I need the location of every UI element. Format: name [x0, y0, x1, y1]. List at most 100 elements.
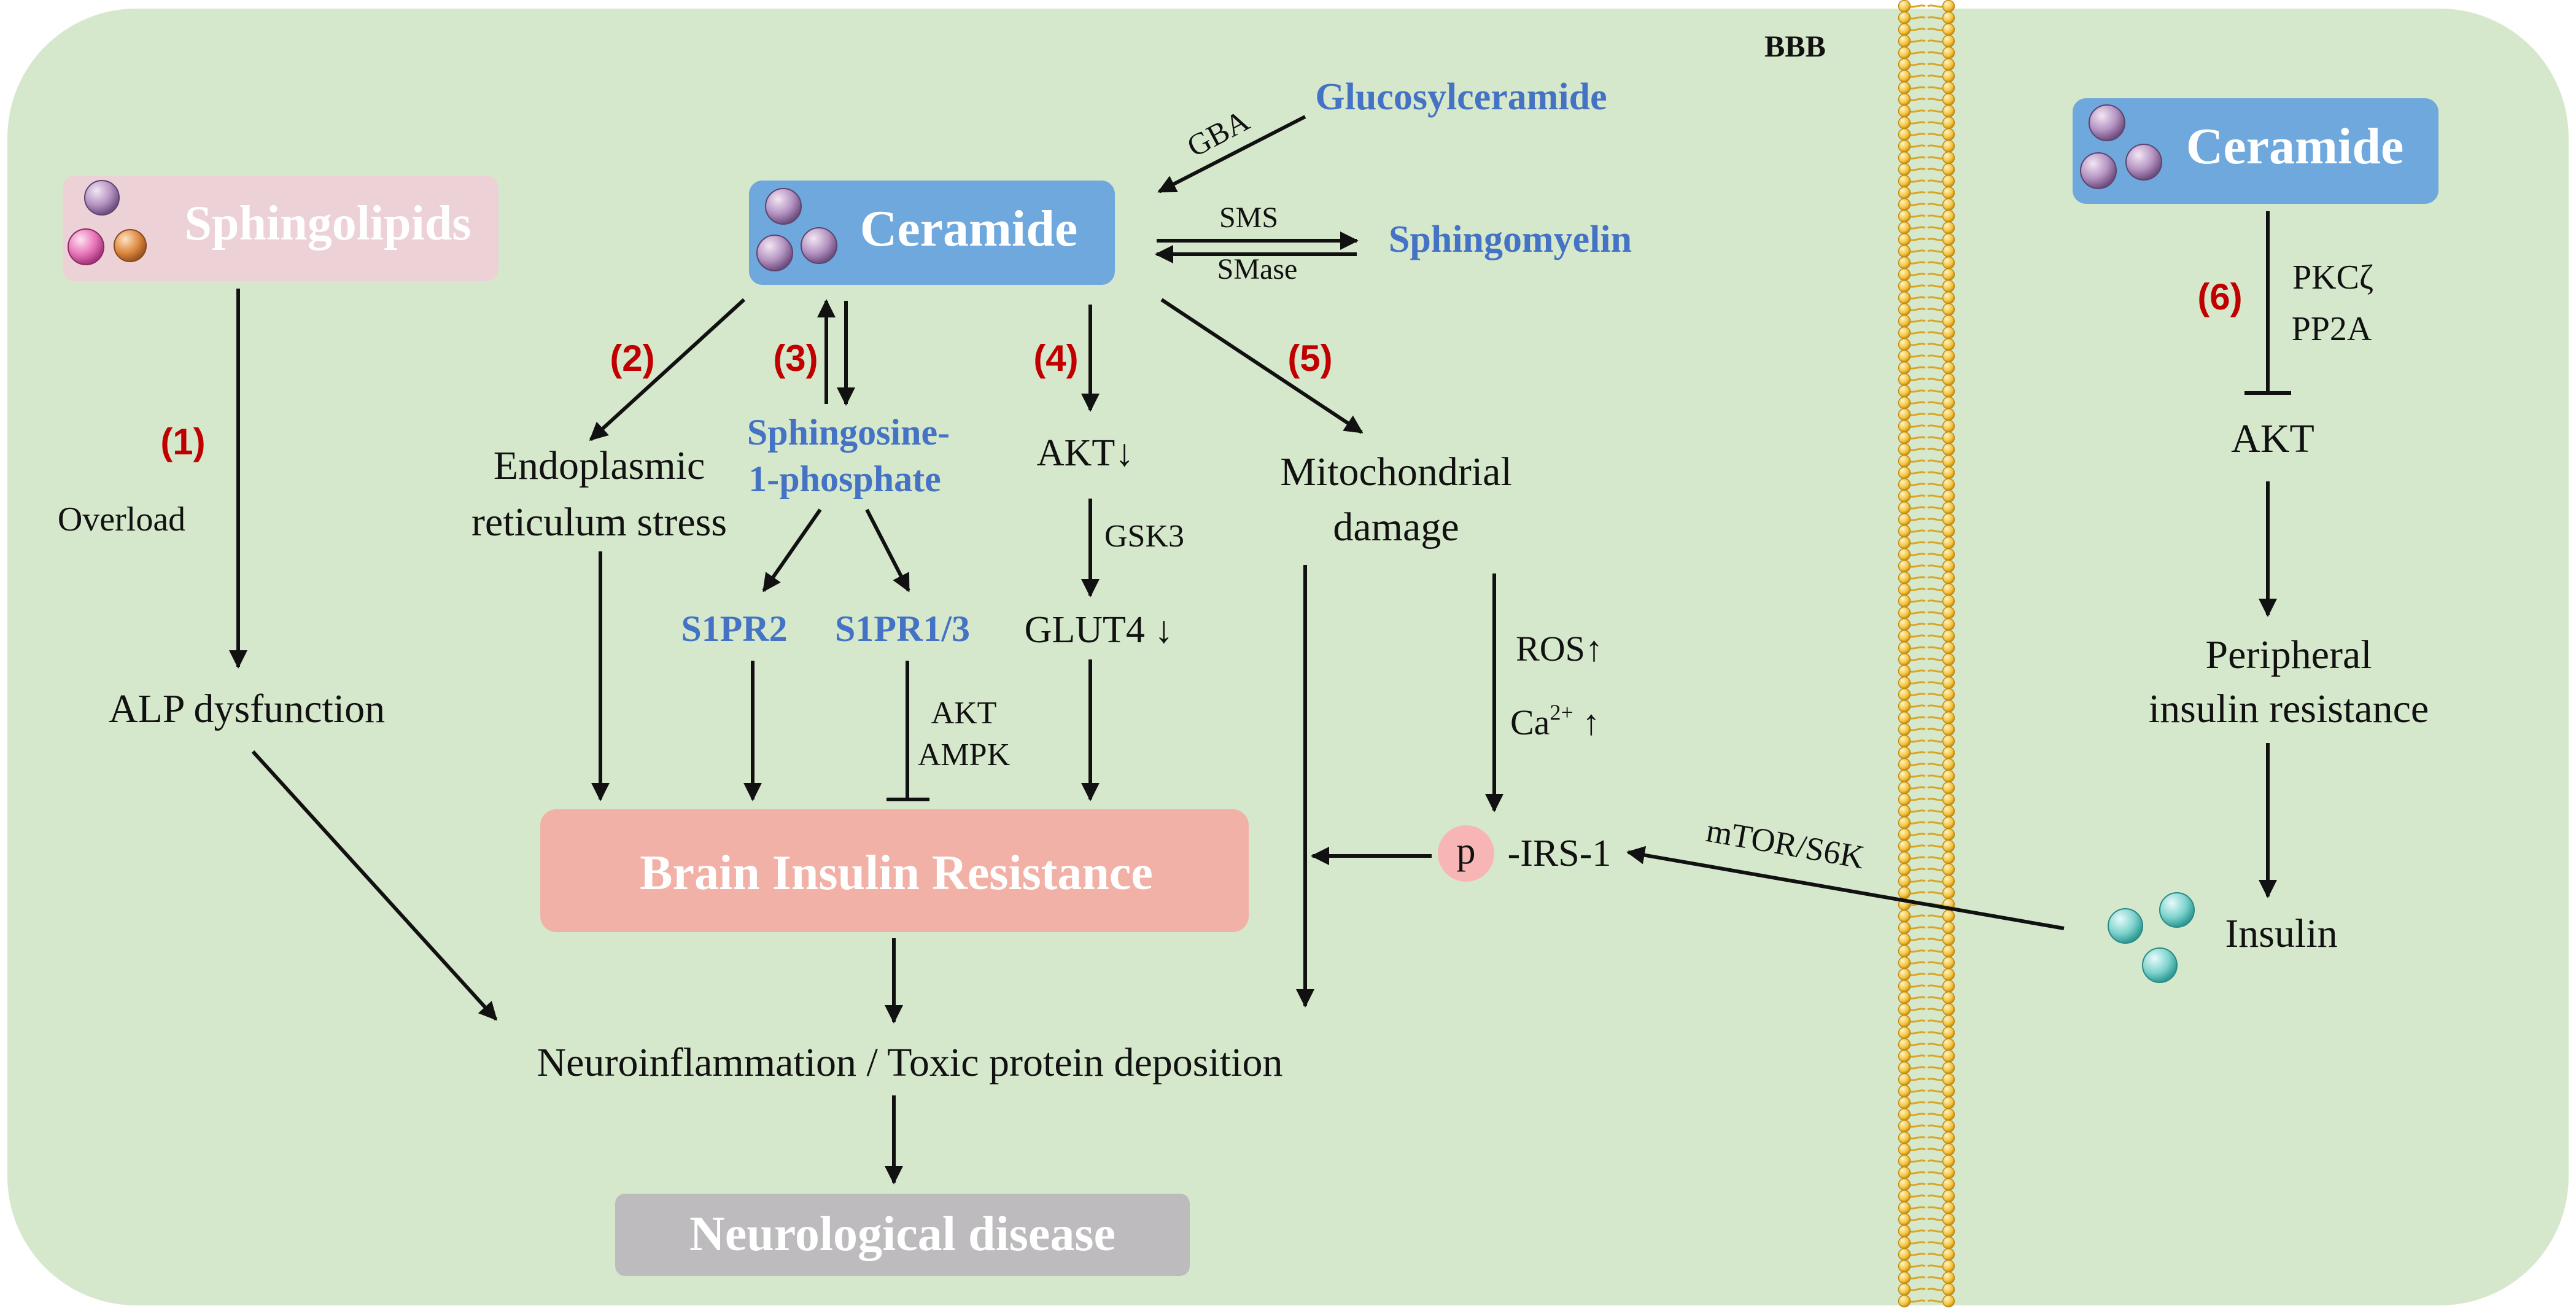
lipid-head	[1942, 921, 1955, 935]
lipid-head	[1942, 396, 1955, 410]
orange-lipid-icon	[114, 229, 147, 262]
lipid-head	[1898, 711, 1911, 725]
gsk3-label: GSK3	[1104, 519, 1184, 554]
lipid-head	[1898, 0, 1911, 13]
lipid-head	[1898, 1154, 1911, 1168]
lipid-head	[1898, 1143, 1911, 1156]
lipid-head	[1898, 303, 1911, 316]
lipid-head	[1898, 1189, 1911, 1203]
s1pr13-label: S1PR1/3	[835, 608, 970, 649]
mitochondrial-label-line1: Mitochondrial	[1280, 449, 1512, 494]
lipid-head	[1942, 314, 1955, 328]
purple-lipid-icon	[765, 188, 802, 225]
lipid-head	[1942, 256, 1955, 270]
lipid-head	[1898, 1108, 1911, 1121]
lipid-head	[1942, 1201, 1955, 1215]
insulin-molecule-icon	[2159, 892, 2195, 928]
lipid-head	[1942, 933, 1955, 946]
lipid-head	[1942, 1248, 1955, 1261]
lipid-head	[1898, 34, 1911, 48]
lipid-head	[1942, 851, 1955, 865]
ceramide-to-mitochondria-arrow	[1160, 298, 1364, 434]
lipid-head	[1898, 256, 1911, 270]
lipid-head	[1898, 1119, 1911, 1133]
lipid-head	[1942, 361, 1955, 375]
lipid-head	[1898, 338, 1911, 351]
irs1-label: -IRS-1	[1508, 833, 1612, 874]
lipid-head	[1942, 46, 1955, 60]
glut4-label: GLUT4 ↓	[1025, 609, 1174, 651]
lipid-head	[1898, 851, 1911, 865]
glucosylceramide-label: Glucosylceramide	[1315, 76, 1607, 118]
lipid-head	[1942, 11, 1955, 25]
lipid-head	[1942, 1014, 1955, 1028]
er-stress-label-line1: Endoplasmic	[494, 443, 705, 488]
lipid-head	[1898, 1073, 1911, 1086]
lipid-head	[1898, 1166, 1911, 1180]
blood-brain-barrier-membrane	[1898, 0, 1955, 1308]
pink-lipid-icon	[68, 228, 104, 265]
sphingomyelin-label: Sphingomyelin	[1389, 219, 1632, 260]
lipid-head	[1898, 443, 1911, 456]
lipid-head	[1942, 1003, 1955, 1016]
lipid-head	[1898, 1283, 1911, 1296]
lipid-head	[1898, 863, 1911, 876]
lipid-head	[1898, 618, 1911, 631]
lipid-head	[1898, 956, 1911, 970]
lipid-head	[1898, 116, 1911, 130]
ceramide-label: Ceramide	[860, 200, 1078, 257]
phospho-circle	[1438, 825, 1494, 882]
ceramide-box: Ceramide	[749, 181, 1115, 285]
lipid-head	[1898, 139, 1911, 153]
lipid-head	[1898, 1026, 1911, 1040]
lipid-head	[1942, 408, 1955, 421]
lipid-head	[1942, 641, 1955, 655]
step-2-label: (2)	[610, 338, 654, 379]
lipid-head	[1942, 513, 1955, 526]
lipid-head	[1942, 1189, 1955, 1203]
s1pr2-label: S1PR2	[681, 608, 787, 649]
lipid-head	[1898, 209, 1911, 223]
lipid-head	[1898, 326, 1911, 340]
lipid-head	[1898, 1224, 1911, 1238]
lipid-head	[1898, 804, 1911, 818]
sphingolipids-box: Sphingolipids	[63, 176, 499, 281]
lipid-head	[1942, 338, 1955, 351]
lipid-head	[1898, 1271, 1911, 1285]
purple-lipid-icon	[84, 180, 120, 216]
lipid-head	[1898, 1003, 1911, 1016]
lipid-head	[1898, 653, 1911, 666]
lipid-head	[1942, 1084, 1955, 1098]
lipid-head	[1898, 128, 1911, 141]
lipid-head	[1898, 769, 1911, 783]
lipid-head	[1942, 1131, 1955, 1145]
lipid-head	[1942, 128, 1955, 141]
lipid-head	[1942, 58, 1955, 71]
lipid-head	[1898, 1061, 1911, 1075]
lipid-head	[1942, 466, 1955, 480]
lipid-head	[1898, 1084, 1911, 1098]
lipid-head	[1898, 746, 1911, 760]
lipid-head	[1898, 1014, 1911, 1028]
neuroinflammation-label: Neuroinflammation / Toxic protein deposi…	[537, 1040, 1283, 1085]
lipid-head	[1898, 536, 1911, 550]
lipid-head	[1898, 46, 1911, 60]
lipid-head	[1942, 69, 1955, 83]
lipid-head	[1942, 874, 1955, 888]
s1p-label-line2: 1-phosphate	[748, 459, 941, 499]
lipid-head	[1942, 1213, 1955, 1226]
ros-label: ROS↑	[1516, 629, 1603, 669]
lipid-head	[1942, 699, 1955, 713]
lipid-head	[1942, 1038, 1955, 1051]
calcium-charge: 2+	[1550, 700, 1573, 725]
lipid-head	[1898, 373, 1911, 386]
bbb-label: BBB	[1764, 29, 1826, 63]
lipid-head	[1942, 151, 1955, 165]
lipid-head	[1942, 1108, 1955, 1121]
calcium-arrow: ↑	[1573, 702, 1600, 742]
neurological-disease-box: Neurological disease	[615, 1194, 1190, 1276]
lipid-head	[1942, 594, 1955, 608]
lipid-head	[1898, 279, 1911, 293]
lipid-head	[1898, 641, 1911, 655]
lipid-head	[1898, 723, 1911, 736]
